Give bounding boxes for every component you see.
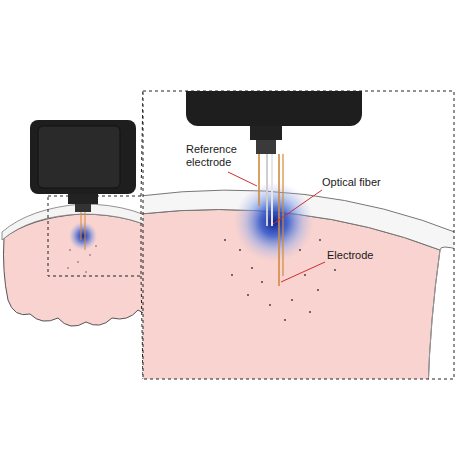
part-label: Electrode (327, 249, 407, 262)
light-glow (69, 222, 97, 250)
part-label: Reference electrode (186, 143, 266, 169)
headstage-large (186, 91, 362, 126)
leader-line (273, 190, 322, 224)
headstage-face (38, 126, 120, 188)
leader-line (228, 172, 257, 186)
reference-wire (258, 154, 260, 206)
headstage-neck-large (250, 126, 282, 140)
dots-large (224, 239, 336, 321)
inset-frame (143, 91, 454, 379)
fiber (266, 154, 268, 226)
leader-line (281, 262, 325, 282)
light-glow-large (234, 182, 314, 262)
part-label: Optical fiber (322, 176, 412, 189)
connector-large (256, 140, 276, 154)
zoom-frame (48, 196, 141, 276)
dots (67, 245, 96, 272)
connector (75, 204, 91, 212)
headstage (30, 120, 136, 194)
